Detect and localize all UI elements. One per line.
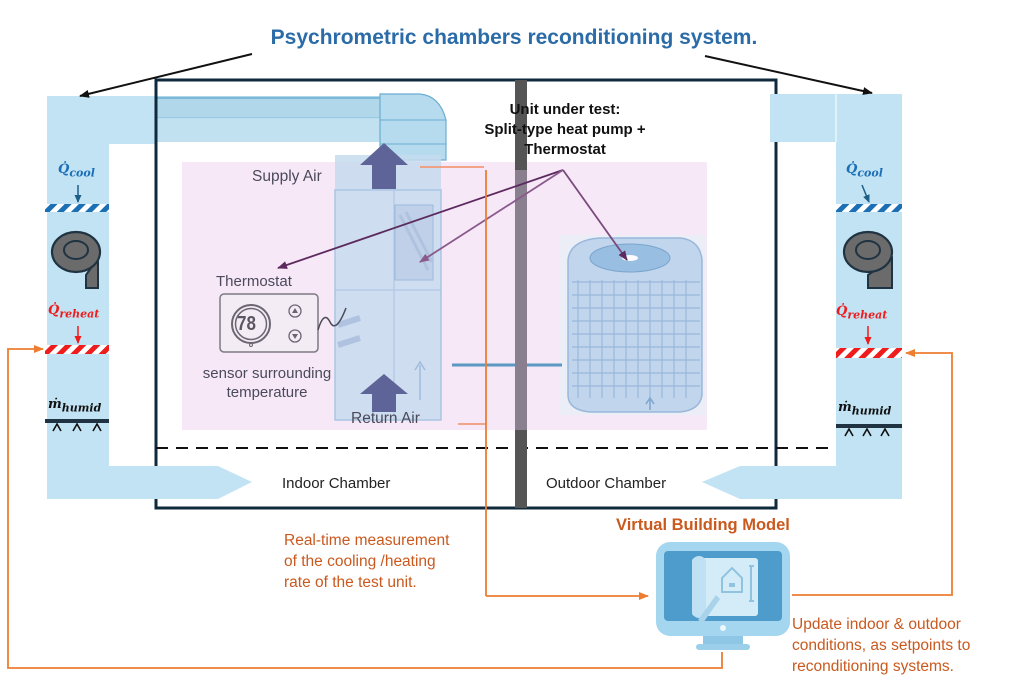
sensor-note-line1: sensor surrounding: [202, 365, 332, 382]
unit-under-test-label: Unit under test: Split-type heat pump + …: [460, 100, 670, 160]
left-reconditioning-duct: [47, 96, 252, 499]
q-cool-symbol: Q̇: [846, 162, 858, 177]
right-m-humid-label: ṁhumid: [838, 400, 891, 418]
update-note-line2: conditions, as setpoints to: [792, 637, 971, 654]
measurement-note-line1: Real-time measurement: [284, 532, 450, 549]
supply-air-arrow-icon: [360, 143, 408, 189]
q-reheat-symbol: Q̇: [836, 304, 848, 319]
right-q-reheat-label: Q̇reheat: [836, 304, 887, 322]
q-reheat-symbol: Q̇: [48, 303, 60, 318]
left-q-cool-coil: [45, 185, 109, 212]
sensor-note-line2: temperature: [226, 384, 308, 401]
left-m-humid-label: ṁhumid: [48, 397, 101, 415]
return-air-arrow-icon: [360, 374, 408, 412]
unit-pointer-arrows: [277, 169, 628, 269]
m-humid-symbol: ṁ: [838, 400, 852, 415]
supply-air-label: Supply Air: [252, 168, 322, 185]
left-q-reheat-label: Q̇reheat: [48, 303, 99, 321]
virtual-building-model-icon[interactable]: [656, 542, 790, 650]
thermostat-label: Thermostat: [216, 273, 292, 290]
q-reheat-subscript: reheat: [847, 308, 888, 322]
sensor-note: sensor surrounding temperature: [182, 364, 352, 402]
thermostat-reading: 78: [237, 313, 256, 335]
right-q-cool-coil: [836, 184, 902, 212]
thermostat-icon: [219, 293, 347, 353]
m-humid-subscript: humid: [851, 404, 892, 418]
q-cool-symbol: Q̇: [58, 162, 70, 177]
right-reconditioning-duct: [702, 94, 902, 499]
right-fan-icon: [842, 230, 894, 289]
control-line-right: [792, 349, 953, 596]
left-humidifier-icon: [45, 419, 109, 432]
update-note-line3: reconditioning systems.: [792, 658, 954, 675]
measurement-note-line2: of the cooling /heating: [284, 553, 436, 570]
right-q-reheat-coil: [836, 326, 902, 358]
title-arrow-right: [704, 55, 873, 95]
control-line-left: [7, 345, 723, 669]
left-fan-icon: [50, 230, 102, 289]
right-humidifier-icon: [836, 424, 902, 437]
partition-wall: [515, 80, 527, 508]
update-note-line1: Update indoor & outdoor: [792, 616, 961, 633]
diagram-title: Psychrometric chambers reconditioning sy…: [270, 26, 758, 49]
left-q-cool-label: Q̇cool: [58, 162, 95, 180]
title-arrow-left: [79, 53, 253, 98]
measurement-note: Real-time measurement of the cooling /he…: [284, 530, 449, 593]
measurement-note-line3: rate of the test unit.: [284, 574, 417, 591]
m-humid-subscript: humid: [61, 401, 102, 415]
indoor-chamber-label: Indoor Chamber: [282, 475, 391, 492]
virtual-building-model-title: Virtual Building Model: [616, 516, 790, 534]
q-cool-subscript: cool: [857, 166, 883, 180]
unit-under-test-line1: Unit under test:: [509, 101, 621, 118]
m-humid-symbol: ṁ: [48, 397, 62, 412]
outdoor-chamber-label: Outdoor Chamber: [546, 475, 667, 492]
supply-duct: [156, 93, 447, 161]
q-reheat-subscript: reheat: [59, 307, 100, 321]
unit-under-test-line2: Split-type heat pump +: [484, 121, 646, 138]
return-air-label: Return Air: [351, 410, 420, 427]
outdoor-condenser-unit: [560, 235, 705, 415]
left-q-reheat-coil: [45, 326, 109, 354]
unit-under-test-line3: Thermostat: [524, 141, 606, 158]
update-note: Update indoor & outdoor conditions, as s…: [792, 614, 970, 677]
right-q-cool-label: Q̇cool: [846, 162, 883, 180]
psychrometric-chamber-outline: [154, 78, 836, 510]
q-cool-subscript: cool: [69, 166, 95, 180]
measurement-line: [420, 166, 649, 600]
